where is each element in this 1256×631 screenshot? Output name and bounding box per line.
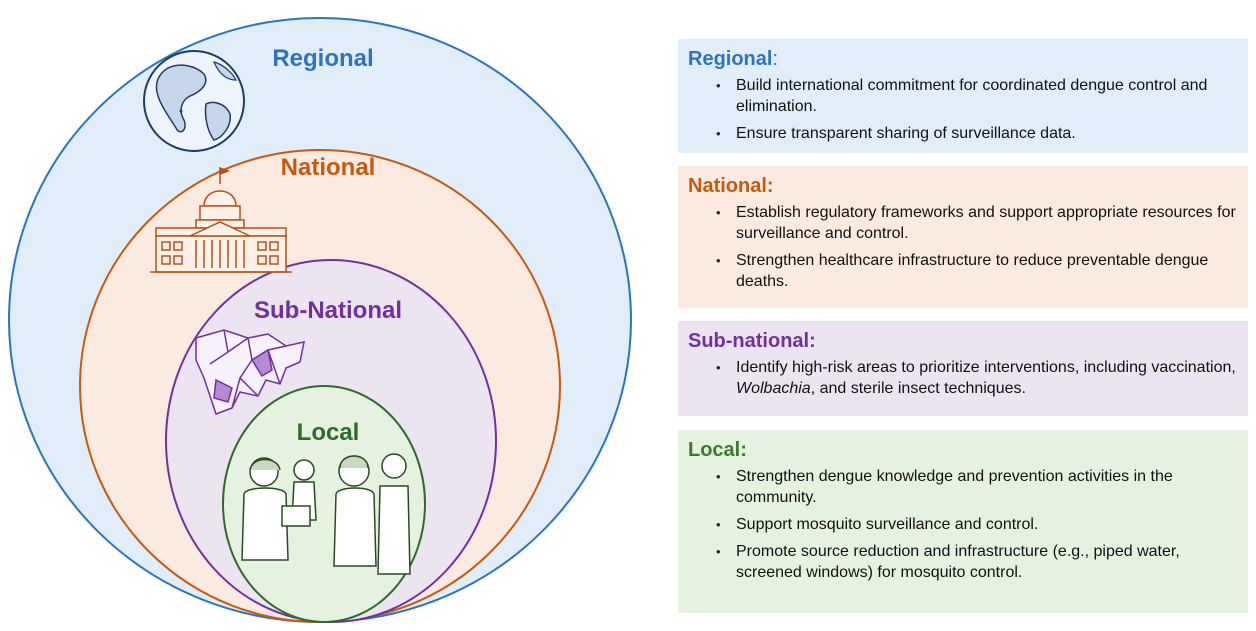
- regional-panel-title: Regional:: [688, 48, 779, 70]
- globe-icon: [143, 50, 245, 152]
- local-panel: Local: Strengthen dengue knowledge and p…: [678, 430, 1248, 613]
- subnational-panel-title: Sub-national:: [688, 330, 816, 352]
- capitol-building-icon: [150, 166, 292, 273]
- list-item: Strengthen healthcare infrastructure to …: [716, 250, 1236, 292]
- community-people-icon: [241, 453, 411, 575]
- nested-circles-diagram: Regional National Sub-National Local: [8, 17, 632, 623]
- local-bullet-list: Strengthen dengue knowledge and preventi…: [688, 466, 1236, 583]
- local-circle-label: Local: [297, 419, 360, 446]
- national-circle-label: National: [281, 154, 376, 181]
- bullet-italic-text: Wolbachia: [736, 380, 811, 397]
- bullet-text: , and sterile insect techniques.: [810, 380, 1026, 397]
- subnational-panel: Sub-national: Identify high-risk areas t…: [678, 321, 1248, 416]
- bullet-text: Identify high-risk areas to prioritize i…: [736, 359, 1236, 376]
- regional-bullet-list: Build international commitment for coord…: [688, 75, 1236, 144]
- national-bullet-list: Establish regulatory frameworks and supp…: [688, 202, 1236, 292]
- national-panel: National: Establish regulatory framework…: [678, 166, 1248, 308]
- subnational-bullet-list: Identify high-risk areas to prioritize i…: [688, 357, 1236, 399]
- national-panel-title: National:: [688, 175, 774, 197]
- subnational-circle-label: Sub-National: [254, 297, 402, 324]
- local-panel-title: Local:: [688, 439, 747, 461]
- regional-panel: Regional: Build international commitment…: [678, 39, 1248, 153]
- list-item: Support mosquito surveillance and contro…: [716, 514, 1236, 535]
- list-item: Build international commitment for coord…: [716, 75, 1236, 117]
- list-item: Strengthen dengue knowledge and preventi…: [716, 466, 1236, 508]
- list-item: Establish regulatory frameworks and supp…: [716, 202, 1236, 244]
- list-item: Identify high-risk areas to prioritize i…: [716, 357, 1236, 399]
- regional-circle-label: Regional: [272, 45, 373, 72]
- list-item: Ensure transparent sharing of surveillan…: [716, 123, 1236, 144]
- list-item: Promote source reduction and infrastruct…: [716, 541, 1236, 583]
- map-regions-icon: [195, 329, 305, 415]
